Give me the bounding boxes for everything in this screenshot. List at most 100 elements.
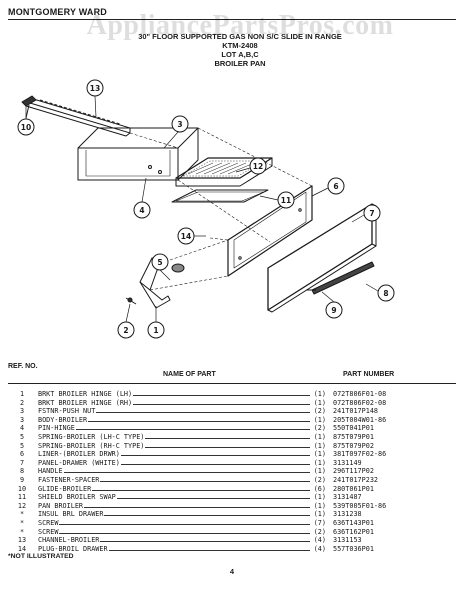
- part-number-cell: 072T806F01-08: [333, 390, 387, 398]
- part-number-cell: 205T004W01-86: [333, 415, 387, 424]
- ref-cell: 2: [19, 398, 25, 407]
- callout-label-1: 1: [153, 326, 158, 335]
- part-name-cell: SPRING-BROILER (RH-C TYPE): [38, 441, 146, 450]
- part-name-cell: PANEL-DRAWER (WHITE): [38, 458, 121, 467]
- qty-cell: (1): [310, 501, 326, 511]
- title-line-section: BROILER PAN: [214, 59, 266, 68]
- callout-6: [327, 177, 345, 195]
- qty-cell: (2): [310, 424, 326, 433]
- ref-cell: *: [19, 518, 25, 527]
- brand-label: MONTGOMERY WARD: [8, 7, 107, 17]
- part-number-cell: 280T061P01: [333, 484, 374, 493]
- drawer-panel-part: [267, 203, 377, 313]
- ref-cell: 12: [17, 501, 27, 510]
- leader-line: [38, 463, 314, 465]
- leader-line: [38, 480, 314, 482]
- drawer-handle-part: [306, 261, 375, 295]
- part-number-cell: 875T079P01: [333, 432, 374, 441]
- callout-label-8: 8: [383, 289, 388, 298]
- part-name-cell: BRKT BROILER HINGE (LH): [38, 390, 134, 398]
- part-number-cell: 875T079P02: [333, 441, 374, 450]
- leader-line: [38, 395, 314, 396]
- part-number-cell: 3131149: [333, 458, 362, 467]
- page-number: 4: [229, 567, 235, 576]
- callout-label-6: 6: [333, 182, 338, 191]
- callout-label-10: 10: [21, 123, 31, 132]
- callout-label-9: 9: [331, 306, 336, 315]
- parts-list: 1 BRKT BROILER HINGE (LH) (1) 072T806F01-08…: [0, 390, 464, 554]
- table-row: *SCREW(7)636T143P01: [0, 518, 464, 528]
- part-number-cell: 072T806F02-08: [333, 398, 387, 407]
- leader-line: [38, 437, 314, 439]
- part-number-cell: 381T097F02-86: [333, 450, 387, 459]
- ref-cell: 8: [19, 467, 25, 476]
- part-name-cell: INSUL BRL DRAWER: [38, 510, 105, 519]
- qty-cell: (1): [310, 467, 326, 476]
- qty-cell: (6): [310, 484, 326, 494]
- part-name-cell: CHANNEL-BROILER: [38, 536, 101, 545]
- broiler-channel-part: [25, 97, 131, 137]
- exploded-parts-diagram: 13 10 3 12 4 11 6 14 7 5 8 9 2 1: [17, 79, 395, 339]
- qty-cell: (1): [310, 510, 326, 519]
- title-line-model-description: 30" FLOOR SUPPORTED GAS NON S/C SLIDE IN…: [138, 32, 342, 41]
- glide-part: [21, 95, 37, 119]
- part-number-cell: 636T162P01: [333, 527, 374, 536]
- qty-cell: (2): [310, 527, 326, 537]
- part-name-cell: BODY-BROILER: [38, 415, 89, 424]
- table-row: * SCREW (2) 636T162P01: [0, 527, 464, 537]
- leader-line: [38, 506, 314, 508]
- part-name-cell: PAN BROILER: [38, 501, 85, 510]
- part-name-cell: LINER-(BROILER DRWR): [38, 450, 121, 459]
- part-number-cell: 296T117P02: [333, 467, 374, 476]
- part-number-cell: 539T005F01-86: [333, 501, 387, 510]
- ref-cell: 11: [17, 493, 27, 502]
- ref-cell: 3: [19, 407, 25, 416]
- leader-line: [38, 515, 314, 517]
- title-block: 30" FLOOR SUPPORTED GAS NON S/C SLIDE IN…: [90, 32, 390, 68]
- callout-label-13: 13: [90, 84, 100, 93]
- table-header-rule: [8, 383, 456, 384]
- qty-cell: (1): [310, 398, 326, 408]
- ref-cell: 6: [19, 450, 25, 459]
- broiler-pan-part: [175, 157, 273, 187]
- qty-cell: (1): [310, 441, 326, 451]
- callout-12: [249, 157, 267, 175]
- watermark: AppliancePartsPros.com: [86, 10, 394, 41]
- part-number-cell: 241T017P148: [333, 407, 379, 416]
- qty-cell: (1): [310, 390, 326, 399]
- qty-cell: (7): [310, 518, 326, 528]
- leader-line: [38, 489, 314, 491]
- table-row: 1 BRKT BROILER HINGE (LH) (1) 072T806F01-08: [0, 390, 464, 399]
- leader-line: [38, 498, 314, 500]
- title-line-model-number: KTM-2408: [222, 41, 258, 50]
- part-name-cell: PIN-HINGE: [38, 424, 76, 433]
- part-number-cell: 557T036P01: [333, 544, 374, 553]
- qty-cell: (1): [310, 450, 326, 459]
- callout-label-7: 7: [369, 209, 374, 218]
- footnote: *NOT ILLUSTRATED: [8, 553, 74, 560]
- ref-cell: 13: [17, 536, 27, 545]
- callout-label-4: 4: [139, 206, 144, 215]
- ref-cell: 7: [19, 458, 25, 467]
- leader-line: [38, 412, 314, 414]
- part-name-cell: FSTNR-PUSH NUT: [38, 407, 97, 416]
- part-number-cell: 636T143P01: [333, 518, 374, 527]
- qty-cell: (4): [310, 536, 326, 545]
- leader-line: [38, 541, 314, 543]
- ref-cell: 1: [19, 390, 25, 398]
- part-name-cell: SCREW: [38, 527, 60, 536]
- ref-cell: 10: [17, 484, 27, 493]
- callout-8: [377, 284, 395, 302]
- ref-cell: *: [19, 527, 25, 536]
- ref-cell: 4: [19, 424, 25, 433]
- broiler-body-part: [77, 127, 199, 181]
